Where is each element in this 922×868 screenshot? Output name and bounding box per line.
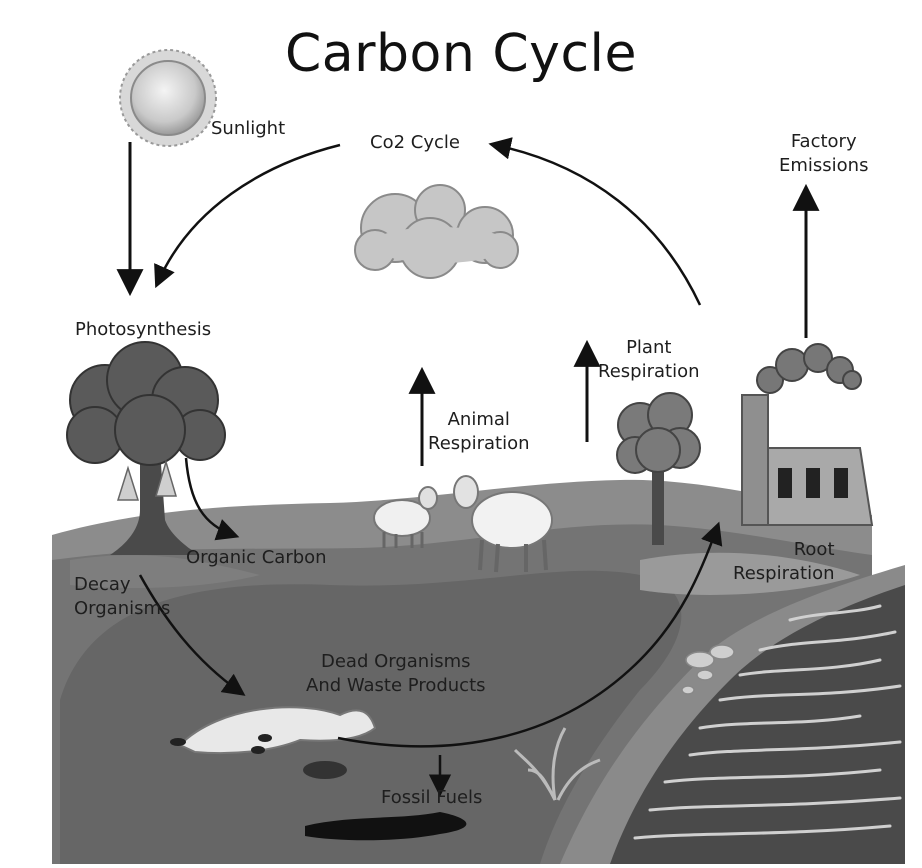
small-tree-icon xyxy=(616,392,701,545)
label-sunlight: Sunlight xyxy=(211,118,286,139)
label-dead-organisms-line1: Dead Organisms xyxy=(320,651,471,672)
label-factory-emissions-line1: Factory xyxy=(790,131,857,152)
river xyxy=(560,565,905,864)
large-sheep-icon xyxy=(453,475,553,573)
large-tree-icon xyxy=(66,341,226,555)
fossil-fuel-deposit xyxy=(305,812,467,841)
label-factory-emissions-line2: Emissions xyxy=(779,155,869,176)
label-dead-organisms-line2: And Waste Products xyxy=(306,675,486,696)
cloud-icon xyxy=(354,184,519,279)
label-animal-respiration-line1: Animal xyxy=(447,409,510,430)
label-dead-organisms: Dead Organisms And Waste Products xyxy=(306,650,486,698)
label-plant-respiration-line1: Plant xyxy=(626,337,672,358)
ground-light-patch xyxy=(70,555,260,588)
dead-organisms-to-root-arrow xyxy=(337,521,723,748)
organic-carbon-arrow xyxy=(184,457,240,541)
label-factory-emissions: Factory Emissions xyxy=(779,130,868,178)
diagram-title: Carbon Cycle xyxy=(285,24,637,84)
label-root-respiration-line1: Root xyxy=(793,539,835,560)
small-pine-trees xyxy=(116,459,178,501)
label-decay-organisms: Decay Organisms xyxy=(74,573,170,621)
label-fossil-fuels: Fossil Fuels xyxy=(381,787,483,808)
label-root-respiration-line2: Respiration xyxy=(733,563,835,584)
ground-right-patch xyxy=(640,552,860,595)
label-plant-respiration: Plant Respiration xyxy=(598,336,700,384)
dead-animal-icon xyxy=(170,706,377,779)
label-co2-cycle: Co2 Cycle xyxy=(370,132,460,153)
cycle-arrows xyxy=(116,137,820,797)
decay-arrow xyxy=(138,574,246,696)
factory-icon xyxy=(741,343,874,526)
co2-to-photosynthesis-arrow xyxy=(154,143,341,289)
label-plant-respiration-line2: Respiration xyxy=(598,361,700,382)
small-sheep-icon xyxy=(373,486,438,548)
label-organic-carbon: Organic Carbon xyxy=(186,547,327,568)
label-photosynthesis: Photosynthesis xyxy=(75,319,212,340)
grass-plant-icon xyxy=(513,727,601,801)
label-decay-organisms-line2: Organisms xyxy=(74,598,171,619)
label-decay-organisms-line1: Decay xyxy=(74,574,131,595)
label-animal-respiration-line2: Respiration xyxy=(428,433,530,454)
dung-pile xyxy=(303,761,347,779)
factory-smoke-icon xyxy=(756,343,862,394)
river-rocks xyxy=(681,644,735,695)
label-root-respiration: Root Respiration xyxy=(733,538,835,586)
plant-respiration-to-co2-arrow xyxy=(488,137,702,306)
label-animal-respiration: Animal Respiration xyxy=(428,408,530,456)
water-waves xyxy=(633,604,902,840)
sun-icon xyxy=(119,49,217,147)
